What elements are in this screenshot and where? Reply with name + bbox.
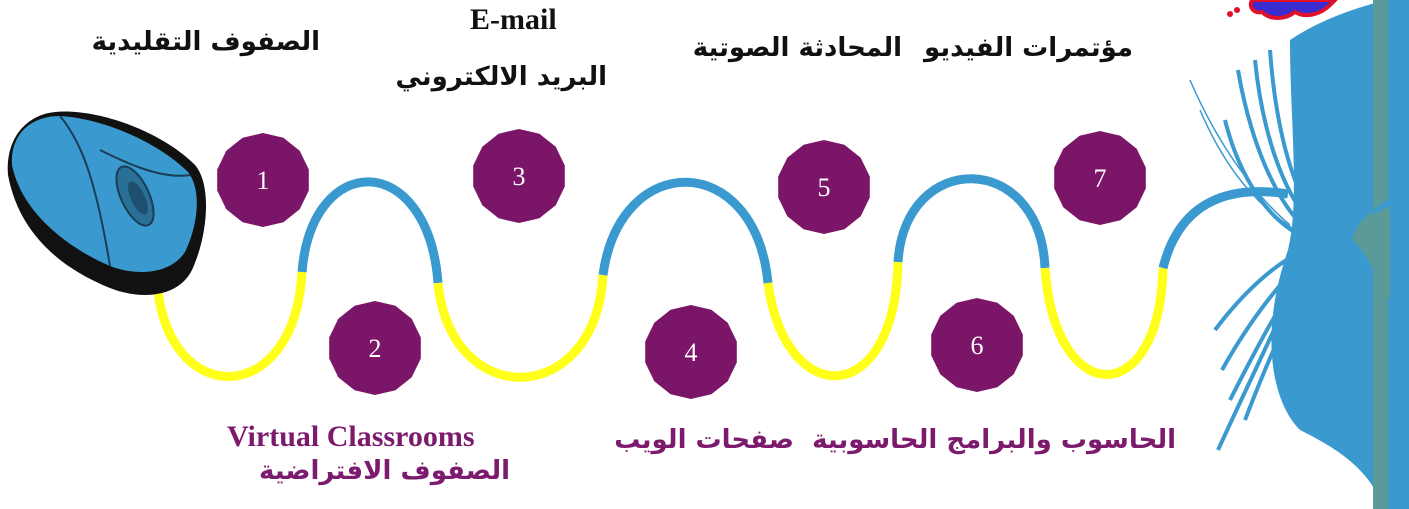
step-circle-6: 6 xyxy=(931,298,1023,392)
label-step-3-en: E-mail xyxy=(470,3,557,36)
label-step-1: الصفوف التقليدية xyxy=(91,27,320,57)
label-step-4: صفحات الويب xyxy=(614,425,794,455)
step-number: 7 xyxy=(1094,164,1107,193)
step-circle-shape xyxy=(778,140,870,234)
step-circle-shape xyxy=(329,301,421,395)
step-circle-shape xyxy=(217,133,309,227)
step-number: 2 xyxy=(369,334,382,363)
step-number: 5 xyxy=(818,173,831,202)
step-circle-shape xyxy=(473,129,565,223)
step-number: 4 xyxy=(685,338,698,367)
step-circle-shape xyxy=(1054,131,1146,225)
label-step-2-en: Virtual Classrooms xyxy=(227,420,475,453)
label-step-5: المحادثة الصوتية xyxy=(692,33,902,63)
open-book-icon xyxy=(1189,0,1409,509)
step-number: 1 xyxy=(257,166,270,195)
step-circle-1: 1 xyxy=(217,133,309,227)
step-circle-5: 5 xyxy=(778,140,870,234)
decorative-blob xyxy=(1227,0,1338,20)
computer-mouse-icon xyxy=(7,111,207,295)
step-circle-shape xyxy=(645,305,737,399)
step-circle-2: 2 xyxy=(329,301,421,395)
label-step-7: مؤتمرات الفيديو xyxy=(924,33,1133,63)
step-circle-shape xyxy=(931,298,1023,392)
label-step-3: البريد الالكتروني xyxy=(395,62,607,92)
label-step-6: الحاسوب والبرامج الحاسوبية xyxy=(812,425,1176,455)
step-circle-4: 4 xyxy=(645,305,737,399)
label-step-2: الصفوف الافتراضية xyxy=(258,456,510,486)
step-number: 3 xyxy=(513,162,526,191)
step-circle-7: 7 xyxy=(1054,131,1146,225)
connecting-wave xyxy=(152,174,1289,382)
step-circle-3: 3 xyxy=(473,129,565,223)
step-circles: 1 2 3 4 5 6 7 xyxy=(217,129,1146,399)
step-number: 6 xyxy=(971,331,984,360)
